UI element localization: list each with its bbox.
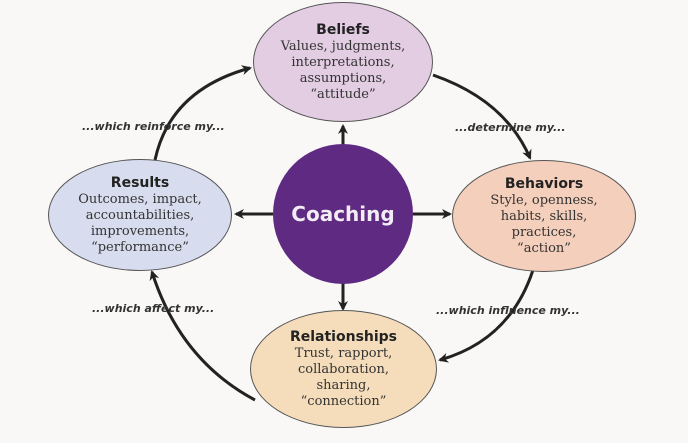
behaviors-line: Style, openness, xyxy=(490,192,598,208)
connector-label-influence: ...which influence my... xyxy=(436,304,580,317)
beliefs-title: Beliefs xyxy=(316,21,370,38)
cycle-arrow-results-beliefs xyxy=(153,65,252,161)
connector-label-determine: ...determine my... xyxy=(455,121,566,134)
beliefs-line: Values, judgments, xyxy=(280,38,406,54)
relationships-line: collaboration, xyxy=(298,361,389,377)
beliefs-node: Beliefs Values, judgments, interpretatio… xyxy=(253,2,433,122)
connector-label-affect: ...which affect my... xyxy=(92,302,215,315)
results-line: accountabilities, xyxy=(85,207,195,223)
results-line: improvements, xyxy=(90,223,190,239)
cycle-arrow-behaviors-relationships xyxy=(438,269,535,363)
relationships-line: sharing, xyxy=(316,377,371,393)
relationships-line: “connection” xyxy=(300,393,387,409)
results-line: Outcomes, impact, xyxy=(78,191,202,207)
results-line: “performance” xyxy=(91,239,189,255)
relationships-title: Relationships xyxy=(289,328,398,345)
relationships-node: Relationships Trust, rapport, collaborat… xyxy=(250,310,437,428)
beliefs-line: assumptions, xyxy=(299,70,387,86)
results-node: Results Outcomes, impact, accountabiliti… xyxy=(48,159,232,271)
coaching-center: Coaching xyxy=(273,144,413,284)
behaviors-title: Behaviors xyxy=(504,175,584,192)
results-title: Results xyxy=(110,174,170,191)
cycle-arrow-beliefs-behaviors xyxy=(432,73,532,160)
beliefs-line: “attitude” xyxy=(310,86,376,102)
behaviors-line: “action” xyxy=(517,240,571,256)
connector-label-reinforce: ...which reinforce my... xyxy=(82,120,225,133)
behaviors-line: habits, skills, xyxy=(500,208,588,224)
beliefs-line: interpretations, xyxy=(291,54,395,70)
behaviors-node: Behaviors Style, openness, habits, skill… xyxy=(452,160,636,272)
relationships-line: Trust, rapport, xyxy=(294,345,393,361)
behaviors-line: practices, xyxy=(511,224,577,240)
cycle-arrow-relationships-results xyxy=(149,270,256,402)
